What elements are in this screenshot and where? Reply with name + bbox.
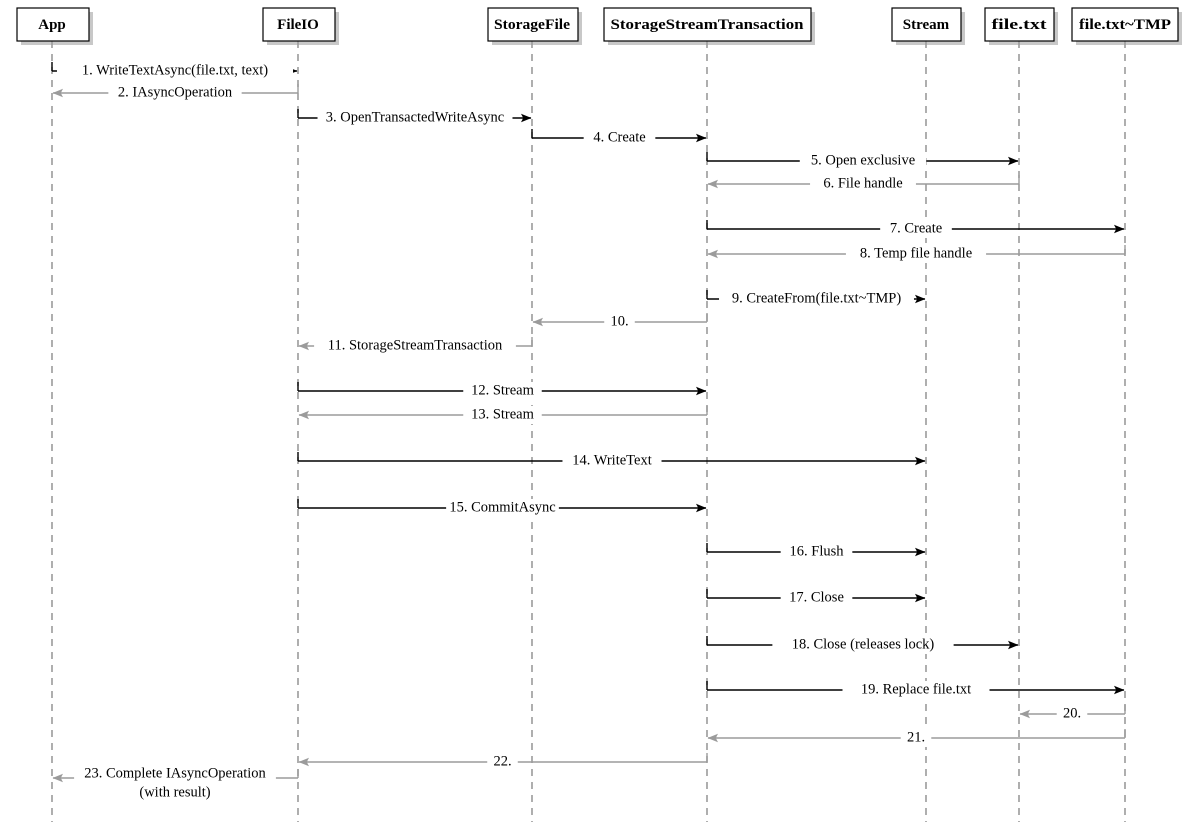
message-label-backdrop bbox=[317, 109, 513, 127]
message-label-backdrop bbox=[780, 589, 853, 607]
message-3[interactable]: 3. OpenTransactedWriteAsync bbox=[297, 109, 532, 127]
message-12[interactable]: 12. Stream bbox=[297, 382, 707, 400]
participant-stream[interactable]: Stream bbox=[891, 7, 965, 45]
message-label-backdrop bbox=[463, 382, 542, 400]
message-label: 11. StorageStreamTransaction bbox=[328, 337, 503, 353]
message-19[interactable]: 19. Replace file.txt bbox=[706, 681, 1125, 699]
message-label: 19. Replace file.txt bbox=[861, 681, 971, 697]
message-label-backdrop bbox=[719, 290, 914, 308]
lifelines-layer bbox=[51, 41, 1126, 822]
message-label-backdrop bbox=[799, 152, 927, 170]
participant-label: FileIO bbox=[277, 17, 319, 33]
participant-tmp[interactable]: file.txt~TMP bbox=[1071, 7, 1182, 45]
message-label-backdrop bbox=[74, 765, 276, 799]
message-label: 22. bbox=[493, 753, 511, 769]
message-label: 18. Close (releases lock) bbox=[792, 636, 935, 652]
message-label: 9. CreateFrom(file.txt~TMP) bbox=[732, 290, 901, 306]
message-label: 5. Open exclusive bbox=[811, 152, 915, 168]
message-label: 16. Flush bbox=[790, 543, 845, 559]
participant-sf[interactable]: StorageFile bbox=[487, 7, 582, 45]
message-label-backdrop bbox=[562, 452, 662, 470]
message-label: 17. Close bbox=[789, 589, 844, 605]
message-label: 12. Stream bbox=[471, 382, 535, 398]
participant-sst[interactable]: StorageStreamTransaction bbox=[603, 7, 815, 45]
message-label: 15. CommitAsync bbox=[449, 499, 555, 515]
message-7[interactable]: 7. Create bbox=[706, 220, 1125, 238]
message-label: 23. Complete IAsyncOperation bbox=[84, 765, 266, 781]
message-16[interactable]: 16. Flush bbox=[706, 543, 926, 561]
participant-file[interactable]: file.txt bbox=[984, 7, 1058, 45]
message-label-backdrop bbox=[583, 129, 656, 147]
message-label: 3. OpenTransactedWriteAsync bbox=[326, 109, 504, 125]
message-label-line2: (with result) bbox=[139, 784, 210, 800]
participant-label: StorageStreamTransaction bbox=[611, 17, 805, 33]
message-label-backdrop bbox=[880, 220, 952, 238]
message-11[interactable]: 11. StorageStreamTransaction bbox=[298, 337, 533, 355]
message-label: 1. WriteTextAsync(file.txt, text) bbox=[82, 62, 268, 78]
participant-label: file.txt bbox=[992, 17, 1047, 33]
message-label: 21. bbox=[907, 729, 925, 745]
message-label: 13. Stream bbox=[471, 406, 535, 422]
message-6[interactable]: 6. File handle bbox=[707, 175, 1020, 193]
participant-label: Stream bbox=[903, 17, 950, 33]
message-22[interactable]: 22. bbox=[298, 753, 708, 771]
message-23[interactable]: 23. Complete IAsyncOperation (with result… bbox=[52, 765, 299, 800]
message-8[interactable]: 8. Temp file handle bbox=[707, 245, 1126, 263]
message-21[interactable]: 21. bbox=[707, 729, 1126, 747]
message-label: 6. File handle bbox=[823, 175, 902, 191]
message-label: 14. WriteText bbox=[572, 452, 651, 468]
message-2[interactable]: 2. IAsyncOperation bbox=[52, 84, 299, 102]
messages-layer: 1. WriteTextAsync(file.txt, text) 2. IAsy… bbox=[51, 62, 1126, 800]
message-label-backdrop bbox=[1056, 705, 1088, 723]
participant-label: App bbox=[38, 17, 66, 33]
message-label-backdrop bbox=[780, 543, 853, 561]
message-label: 10. bbox=[610, 313, 628, 329]
message-label: 8. Temp file handle bbox=[860, 245, 972, 261]
message-label-backdrop bbox=[487, 753, 518, 771]
message-label-backdrop bbox=[604, 313, 635, 331]
message-label-backdrop bbox=[900, 729, 932, 747]
message-13[interactable]: 13. Stream bbox=[298, 406, 708, 424]
message-label: 20. bbox=[1063, 705, 1081, 721]
message-4[interactable]: 4. Create bbox=[531, 129, 707, 147]
participant-label: StorageFile bbox=[494, 17, 570, 33]
participant-app[interactable]: App bbox=[16, 7, 93, 45]
message-label-backdrop bbox=[108, 84, 242, 102]
message-label-backdrop bbox=[446, 499, 559, 517]
message-17[interactable]: 17. Close bbox=[706, 589, 926, 607]
message-10[interactable]: 10. bbox=[532, 313, 708, 331]
message-9[interactable]: 9. CreateFrom(file.txt~TMP) bbox=[706, 290, 926, 308]
message-20[interactable]: 20. bbox=[1019, 705, 1126, 723]
message-label-backdrop bbox=[314, 337, 516, 355]
message-5[interactable]: 5. Open exclusive bbox=[706, 152, 1019, 170]
message-14[interactable]: 14. WriteText bbox=[297, 452, 926, 470]
message-15[interactable]: 15. CommitAsync bbox=[297, 499, 707, 517]
message-label: 7. Create bbox=[890, 220, 942, 236]
message-label-backdrop bbox=[810, 175, 916, 193]
message-label-backdrop bbox=[463, 406, 542, 424]
message-label: 4. Create bbox=[593, 129, 645, 145]
message-1[interactable]: 1. WriteTextAsync(file.txt, text) bbox=[51, 62, 298, 80]
participants-layer: App FileIO StorageFile StorageStreamTransac… bbox=[16, 7, 1182, 45]
participant-label: file.txt~TMP bbox=[1079, 17, 1171, 33]
message-label-backdrop bbox=[842, 681, 990, 699]
participant-fileio[interactable]: FileIO bbox=[262, 7, 339, 45]
message-18[interactable]: 18. Close (releases lock) bbox=[706, 636, 1019, 654]
message-label-backdrop bbox=[56, 62, 294, 80]
message-label-backdrop bbox=[772, 636, 954, 654]
message-label-backdrop bbox=[845, 245, 987, 263]
message-label: 2. IAsyncOperation bbox=[118, 84, 233, 100]
